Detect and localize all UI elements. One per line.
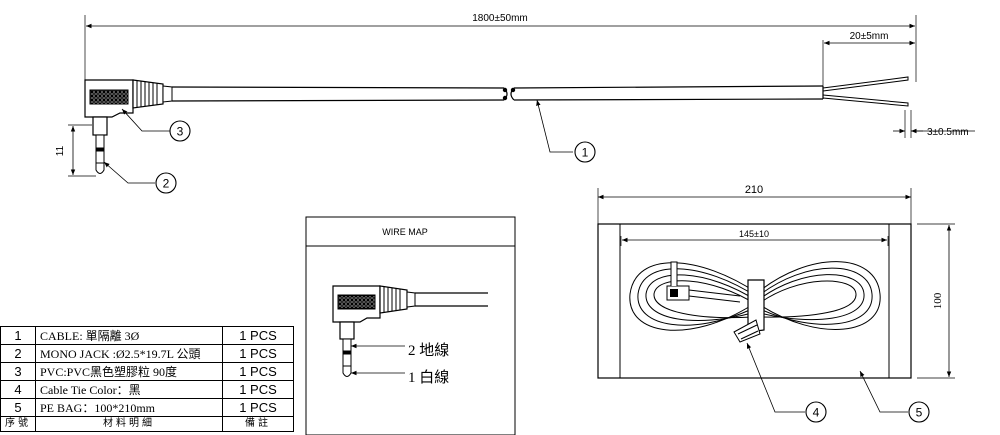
bom-row: 3 PVC:PVC黑色塑膠粒 90度 1 PCS	[0, 362, 294, 381]
bom-row-description: MONO JACK :Ø2.5*19.7L 公頭	[35, 344, 223, 363]
coil-width-label: 145±10	[739, 229, 769, 239]
cable-assembly-drawing	[68, 15, 975, 194]
leader-3	[121, 108, 170, 132]
wire-map-pin1-label: 1 白線	[408, 369, 449, 386]
bom-row-description: PE BAG：100*210mm	[35, 398, 223, 417]
callout-4-label: 4	[813, 406, 820, 420]
bill-of-materials-table: 1 CABLE: 單隔離 3Ø 1 PCS 2 MONO JACK :Ø2.5*…	[0, 326, 294, 432]
bom-row-description: CABLE: 單隔離 3Ø	[35, 326, 223, 345]
leader-1	[536, 99, 573, 153]
bag-width-label: 210	[745, 184, 763, 196]
cable-tie	[733, 279, 765, 343]
callout-4-circle	[805, 401, 827, 423]
callout-1-label: 1	[582, 146, 589, 160]
bom-row-quantity: 1 PCS	[222, 362, 294, 381]
leader-5	[859, 370, 908, 413]
callout-2-circle	[155, 172, 177, 194]
bom-row-quantity: 1 PCS	[222, 344, 294, 363]
callout-5-label: 5	[916, 406, 923, 420]
bag-height-label: 100	[932, 292, 944, 309]
knurl-grip	[89, 89, 129, 105]
bom-row-number: 3	[0, 362, 36, 381]
callout-1-circle	[574, 141, 596, 163]
bom-footer-description: 材料明細	[35, 416, 223, 432]
bom-row-number: 1	[0, 326, 36, 345]
callout-2-label: 2	[163, 177, 170, 191]
bom-row-description: Cable Tie Color：黑	[35, 380, 223, 399]
bom-row: 1 CABLE: 單隔離 3Ø 1 PCS	[0, 326, 294, 345]
bom-row-quantity: 1 PCS	[222, 398, 294, 417]
coiled-cable	[629, 261, 881, 331]
bom-footer-remarks: 備註	[222, 416, 294, 432]
overall-length-label: 1800±50mm	[472, 13, 528, 24]
bom-row-number: 2	[0, 344, 36, 363]
wire-map-panel	[305, 216, 516, 435]
bom-row-quantity: 1 PCS	[222, 326, 294, 345]
plug-body	[84, 79, 173, 118]
leader-2	[103, 161, 155, 184]
callout-3-circle	[169, 120, 191, 142]
bom-row-quantity: 1 PCS	[222, 380, 294, 399]
leader-4	[746, 342, 805, 413]
bom-row: 4 Cable Tie Color：黑 1 PCS	[0, 380, 294, 399]
plug-height-label: 11	[55, 145, 66, 156]
strip-length-label: 20±5mm	[850, 31, 889, 42]
callout-5-circle	[908, 401, 930, 423]
bom-row: 5 PE BAG：100*210mm 1 PCS	[0, 398, 294, 417]
bom-row: 2 MONO JACK :Ø2.5*19.7L 公頭 1 PCS	[0, 344, 294, 363]
plug-pin	[92, 116, 108, 174]
bom-row-number: 5	[0, 398, 36, 417]
pe-bag	[597, 223, 912, 379]
packaging-drawing	[597, 188, 955, 423]
wire-map-pin2-label: 2 地線	[408, 342, 449, 359]
bom-footer-number: 序號	[0, 416, 36, 432]
bom-row-number: 4	[0, 380, 36, 399]
wire-gap-label: 3±0.5mm	[927, 127, 969, 138]
callout-3-label: 3	[177, 125, 184, 139]
wire-map-title: WIRE MAP	[382, 227, 428, 237]
bom-footer-row: 序號 材料明細 備註	[0, 416, 294, 432]
bom-row-description: PVC:PVC黑色塑膠粒 90度	[35, 362, 223, 381]
cable	[171, 76, 909, 107]
